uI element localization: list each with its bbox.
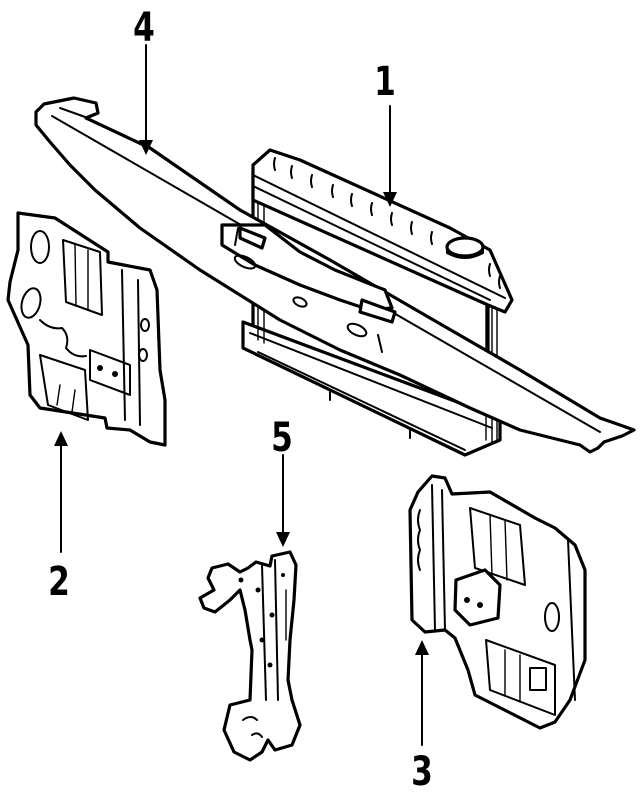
upper-tie-bar-part xyxy=(34,96,636,454)
center-support-bracket-part xyxy=(198,550,302,762)
callout-label-3: 3 xyxy=(411,749,433,795)
left-side-panel-part xyxy=(6,211,167,447)
callout-label-2: 2 xyxy=(48,559,70,605)
callout-label-1: 1 xyxy=(374,59,396,105)
callout-label-4: 4 xyxy=(133,5,155,51)
leader-lines xyxy=(54,44,429,746)
right-side-panel-part xyxy=(408,474,587,730)
callout-label-5: 5 xyxy=(271,415,293,461)
